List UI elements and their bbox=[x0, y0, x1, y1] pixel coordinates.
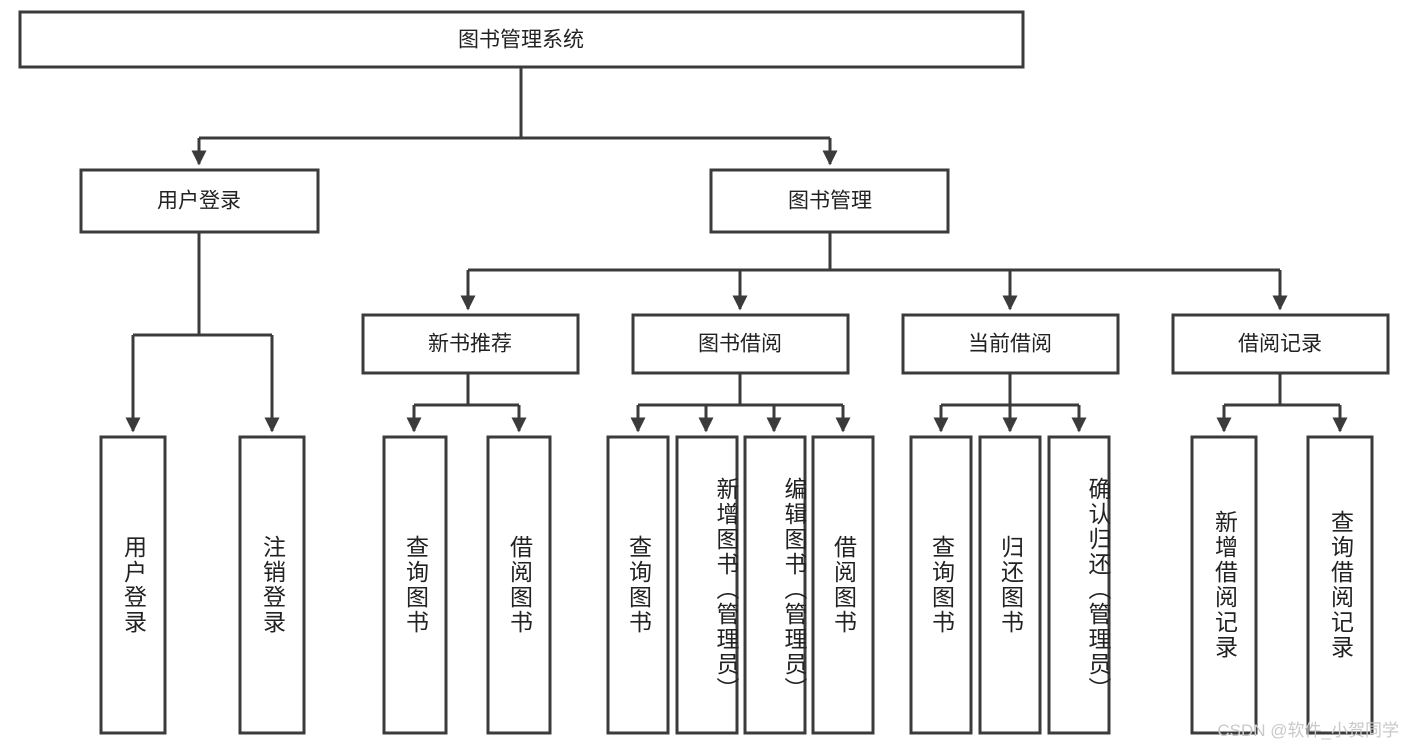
node-current-borrow[interactable] bbox=[901, 313, 1120, 375]
node-book-borrow-label: 图书借阅 bbox=[698, 333, 782, 356]
connector-newbook-to-leaves bbox=[406, 373, 527, 433]
node-root[interactable] bbox=[18, 10, 1025, 69]
node-leaf-edit-book[interactable] bbox=[743, 435, 807, 735]
node-new-book-recommend[interactable] bbox=[361, 313, 580, 375]
node-user-login-label: 用户登录 bbox=[157, 190, 241, 213]
node-leaf-query-book-1[interactable] bbox=[382, 435, 448, 735]
node-leaf-borrow-book-2[interactable] bbox=[811, 435, 875, 735]
node-borrow-record[interactable] bbox=[1171, 313, 1390, 375]
node-current-borrow-label: 当前借阅 bbox=[968, 333, 1052, 356]
node-root-label: 图书管理系统 bbox=[458, 29, 584, 52]
node-leaf-user-login[interactable] bbox=[99, 435, 167, 735]
connector-borrowrecord-to-leaves bbox=[1216, 373, 1348, 433]
node-leaf-add-record[interactable] bbox=[1190, 435, 1258, 735]
connector-root-to-level2 bbox=[191, 67, 838, 166]
node-new-book-recommend-label: 新书推荐 bbox=[428, 333, 512, 356]
connector-bookmanage-to-level3 bbox=[460, 232, 1288, 311]
node-leaf-query-book-2[interactable] bbox=[606, 435, 670, 735]
node-user-login[interactable] bbox=[79, 168, 320, 234]
connector-userlogin-to-leaves bbox=[125, 232, 280, 433]
node-book-manage[interactable] bbox=[709, 168, 950, 234]
csdn-watermark: CSDN @软件_小贺同学 bbox=[1217, 721, 1399, 740]
node-leaf-query-record[interactable] bbox=[1306, 435, 1374, 735]
node-book-manage-label: 图书管理 bbox=[788, 190, 872, 213]
node-book-borrow[interactable] bbox=[631, 313, 850, 375]
node-leaf-query-book-3[interactable] bbox=[909, 435, 973, 735]
node-leaf-confirm-return[interactable] bbox=[1047, 435, 1111, 735]
node-borrow-record-label: 借阅记录 bbox=[1238, 333, 1322, 356]
node-leaf-logout[interactable] bbox=[238, 435, 306, 735]
connector-currentborrow-to-leaves bbox=[933, 373, 1087, 433]
node-leaf-add-book[interactable] bbox=[675, 435, 739, 735]
node-leaf-return-book[interactable] bbox=[978, 435, 1042, 735]
node-leaf-borrow-book-1[interactable] bbox=[486, 435, 552, 735]
connector-bookborrow-to-leaves bbox=[630, 373, 851, 433]
